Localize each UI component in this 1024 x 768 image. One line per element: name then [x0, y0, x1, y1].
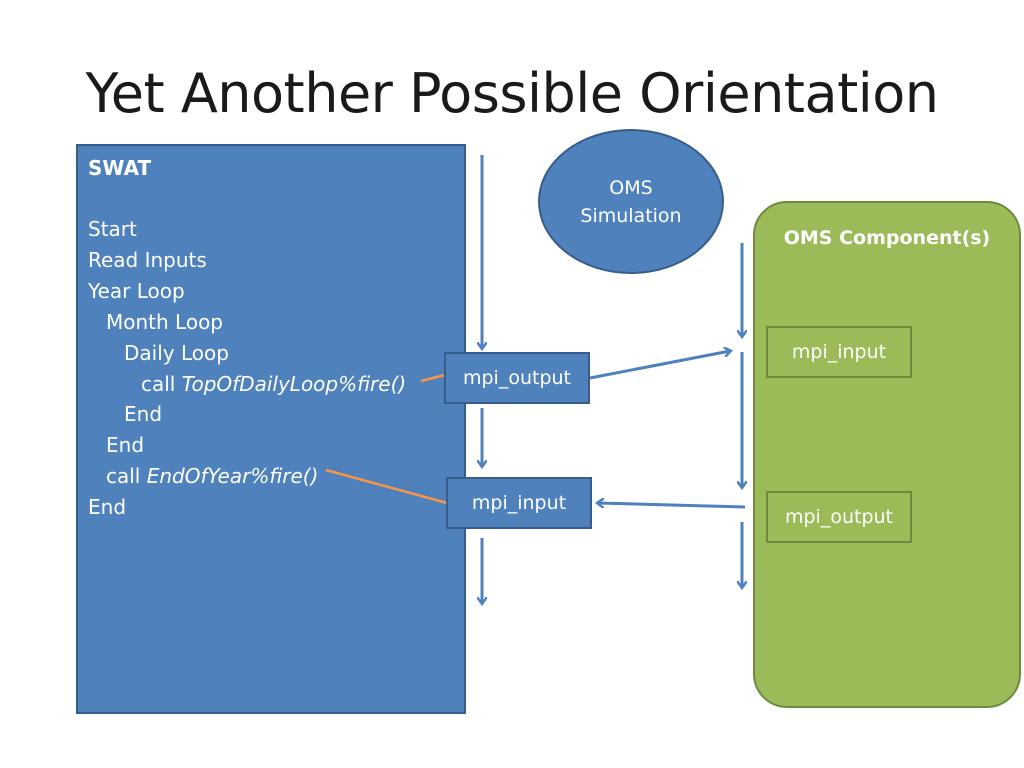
swat-line-call-top-of-daily-loop: call TopOfDailyLoop%fire()	[141, 372, 407, 396]
swat-heading: SWAT	[88, 156, 152, 180]
swat-line-end-year: End	[88, 495, 127, 519]
swat-mpi-output: mpi_output	[444, 352, 590, 404]
swat-line-call-end-of-year: call EndOfYear%fire()	[106, 464, 319, 488]
call-connector-end-of-year	[325, 468, 448, 505]
oms-simulation-line2: Simulation	[580, 204, 682, 227]
component-mpi-input: mpi_input	[766, 326, 912, 378]
oms-simulation-circle: OMS Simulation	[538, 129, 724, 274]
swat-box: SWAT Start Read Inputs Year Loop Month L…	[76, 144, 466, 714]
oms-simulation-line1: OMS	[609, 176, 653, 199]
swat-line-daily-loop: Daily Loop	[124, 341, 229, 365]
message-arrow-component-to-input	[598, 503, 746, 509]
swat-line-read-inputs: Read Inputs	[88, 248, 207, 272]
swat-line-end-daily: End	[124, 402, 163, 426]
swat-line-year-loop: Year Loop	[88, 279, 185, 303]
call-connector-top-of-daily-loop	[420, 373, 446, 383]
swat-mpi-input: mpi_input	[446, 477, 592, 529]
message-arrow-output-to-component	[589, 351, 730, 380]
swat-line-end-month: End	[106, 433, 145, 457]
oms-component-title: OMS Component(s)	[783, 227, 991, 249]
swat-line-start: Start	[88, 217, 137, 241]
oms-component-box: OMS Component(s)	[753, 201, 1021, 708]
component-mpi-output: mpi_output	[766, 491, 912, 543]
slide-title: Yet Another Possible Orientation	[85, 62, 939, 125]
swat-line-month-loop: Month Loop	[106, 310, 224, 334]
